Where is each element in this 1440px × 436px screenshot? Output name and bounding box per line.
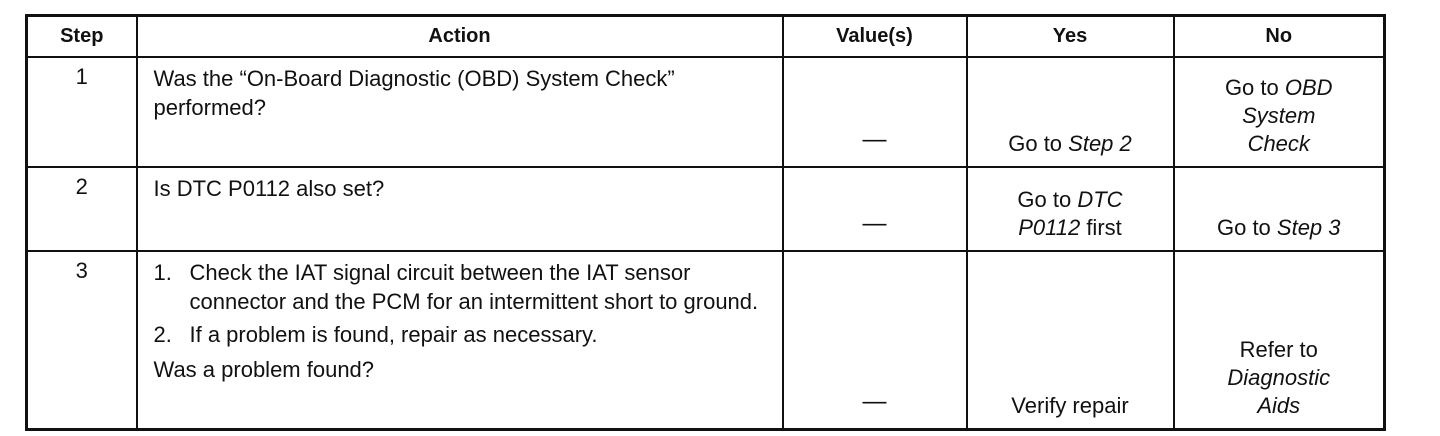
action-text: Is DTC P0112 also set? (135, 166, 784, 252)
value-cell: — (781, 250, 968, 431)
step-number: 2 (25, 166, 138, 252)
action-item: 2. If a problem is found, repair as neces… (154, 320, 772, 349)
yes-ref-part[interactable]: P0112 (1018, 215, 1081, 240)
action-item-number: 1. (153, 260, 172, 285)
yes-step-link[interactable]: Step 2 (1068, 131, 1132, 156)
no-ref-part[interactable]: OBD (1284, 75, 1333, 100)
action-list: 1. Check the IAT signal circuit between t… (154, 258, 772, 349)
table-row: 3 1. Check the IAT signal circuit between… (25, 250, 1386, 431)
table-row: 1 Was the “On-Board Diagnostic (OBD) Sys… (25, 56, 1386, 168)
no-prefix: Go to (1216, 215, 1277, 240)
no-prefix: Go to (1224, 75, 1285, 100)
no-ref-part[interactable]: Check (1247, 131, 1310, 156)
no-ref-part[interactable]: Aids (1257, 393, 1301, 418)
action-item-text: Check the IAT signal circuit between the… (189, 260, 759, 314)
yes-suffix: first (1080, 215, 1122, 240)
yes-cell: Go to DTC P0112 first (965, 166, 1175, 252)
value-cell: — (781, 56, 968, 168)
diagnostic-table: Step Action Value(s) Yes No 1 Was the “O… (25, 14, 1386, 431)
action-item-text: If a problem is found, repair as necessa… (189, 322, 598, 347)
header-values: Value(s) (781, 14, 968, 58)
action-item-number: 2. (153, 322, 172, 347)
yes-cell: Verify repair (965, 250, 1175, 431)
no-step-link[interactable]: Step 3 (1276, 215, 1341, 240)
header-yes: Yes (965, 14, 1175, 58)
no-ref-part[interactable]: Diagnostic (1227, 365, 1331, 390)
table-row: 2 Is DTC P0112 also set? — Go to DTC P011… (25, 166, 1386, 252)
header-step: Step (25, 14, 138, 58)
yes-ref-part[interactable]: DTC (1077, 187, 1123, 212)
action-cell: 1. Check the IAT signal circuit between t… (135, 250, 784, 431)
step-number: 3 (25, 250, 138, 431)
yes-prefix: Go to (1008, 131, 1069, 156)
no-ref-part[interactable]: System (1242, 103, 1316, 128)
value-cell: — (781, 166, 968, 252)
no-prefix: Refer to (1239, 337, 1318, 362)
step-number: 1 (25, 56, 138, 168)
action-item: 1. Check the IAT signal circuit between t… (154, 258, 772, 316)
action-question: Was a problem found? (153, 357, 375, 382)
table-header-row: Step Action Value(s) Yes No (25, 14, 1386, 58)
header-no: No (1172, 14, 1386, 58)
no-cell: Go to Step 3 (1172, 166, 1386, 252)
yes-cell: Go to Step 2 (965, 56, 1175, 168)
action-text: Was the “On-Board Diagnostic (OBD) Syste… (135, 56, 784, 168)
header-action: Action (135, 14, 784, 58)
yes-prefix: Go to (1017, 187, 1078, 212)
